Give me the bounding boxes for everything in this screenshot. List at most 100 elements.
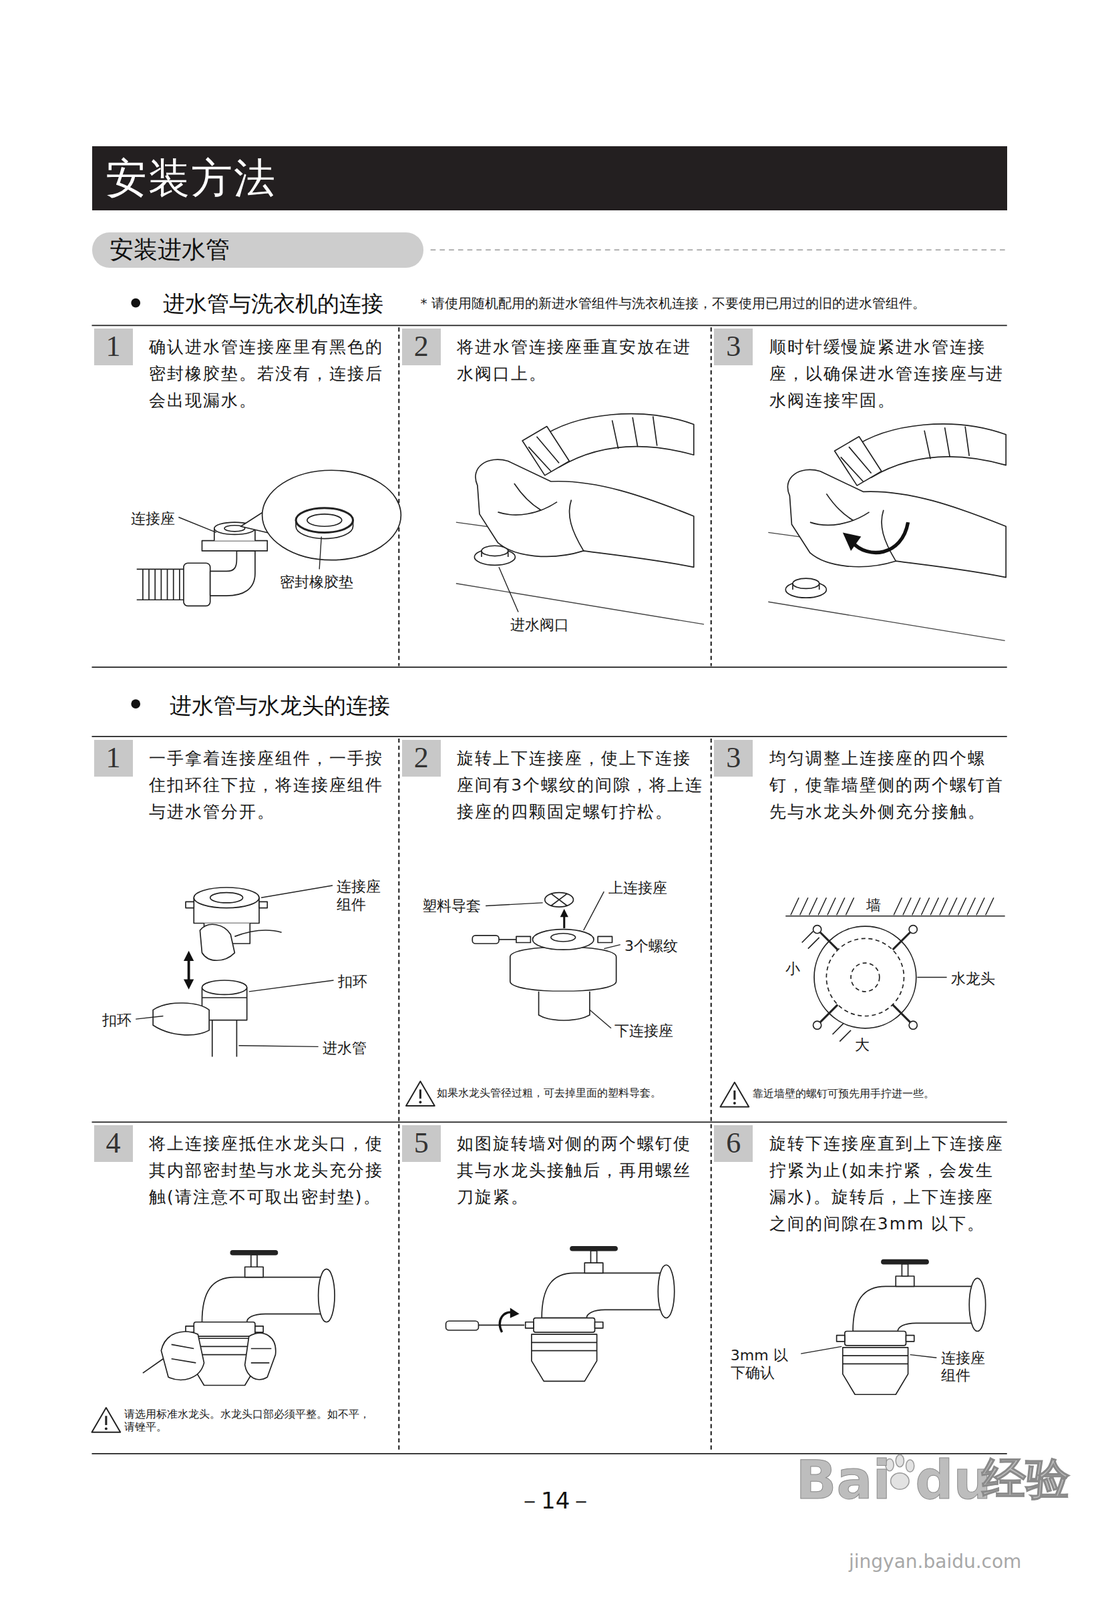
step-number-box: 2 bbox=[402, 740, 441, 777]
faucet-top-view bbox=[813, 925, 822, 934]
pull-arrow bbox=[183, 951, 194, 990]
step-panel: 如图旋转墙对侧的两个螺钉使其与水龙头接触后，再用螺丝刀旋紧。5 bbox=[400, 1123, 710, 1453]
faucet-top-view bbox=[826, 938, 904, 1016]
leader-line bbox=[261, 885, 333, 898]
lift-arrow bbox=[560, 908, 569, 917]
part-label: 连接座组件 bbox=[336, 878, 385, 914]
hose-connector bbox=[142, 569, 180, 600]
watermark-paw bbox=[890, 1473, 909, 1490]
step-number: 1 bbox=[106, 331, 121, 362]
leader-line bbox=[583, 891, 605, 931]
part-label: 连接座 bbox=[130, 510, 175, 528]
part-label: 扣环 bbox=[102, 1011, 132, 1030]
part-label: 扣环 bbox=[337, 973, 368, 991]
step-heading: 进水管与水龙头的连接 bbox=[169, 692, 391, 720]
screwdriver bbox=[478, 1325, 525, 1327]
connector-parts bbox=[550, 933, 576, 942]
connector-parts bbox=[516, 936, 531, 943]
step-panel: 一手拿着连接座组件，一手按住扣环往下拉，将连接座组件与进水管分开。1 bbox=[92, 737, 399, 1122]
connector-assembly bbox=[210, 892, 244, 903]
leader-line bbox=[498, 567, 519, 612]
section-rule bbox=[91, 735, 1007, 738]
step-number: 4 bbox=[106, 1128, 121, 1159]
faucet-top-view bbox=[802, 925, 918, 1042]
connector-assembly bbox=[234, 930, 282, 937]
screwdriver bbox=[446, 1321, 479, 1331]
warning-text: 靠近墙壁的螺钉可预先用手拧进一些。 bbox=[752, 1087, 935, 1100]
leader-line bbox=[603, 945, 620, 950]
section-rule bbox=[91, 1121, 1007, 1123]
pill-dash-line bbox=[430, 249, 1008, 251]
panel-divider bbox=[398, 327, 711, 1453]
watermark: jingyan.baidu.com bbox=[848, 1550, 1022, 1574]
inlet-valve bbox=[792, 578, 820, 589]
leader-line bbox=[135, 1015, 163, 1020]
warning-symbol bbox=[406, 1081, 435, 1106]
step-panel: 将上连接座抵住水龙头口，使其内部密封垫与水龙头充分接触(请注意不可取出密封垫)。… bbox=[92, 1123, 399, 1453]
step-text: 均匀调整上连接座的四个螺钉，使靠墙壁侧的两个螺钉首先与水龙头外侧充分接触。 bbox=[769, 745, 1004, 826]
step-number: 2 bbox=[414, 331, 429, 362]
wall-hatch bbox=[785, 897, 1005, 916]
section-rule bbox=[91, 666, 1007, 668]
leader-line bbox=[178, 516, 322, 570]
panel-divider bbox=[398, 327, 400, 666]
step-number-box: 2 bbox=[402, 328, 441, 366]
connector-assembly bbox=[212, 1020, 238, 1058]
screwdriver bbox=[510, 1307, 520, 1318]
watermark: du bbox=[914, 1448, 992, 1513]
screwdriver bbox=[446, 1307, 525, 1333]
step-number-box: 3 bbox=[713, 328, 753, 366]
connector-parts bbox=[550, 893, 568, 906]
connector-parts bbox=[472, 892, 616, 1021]
faucet-drawing bbox=[525, 1248, 675, 1382]
machine-top bbox=[456, 583, 704, 625]
step-panel: 确认进水管连接座里有黑色的密封橡胶垫。若没有，连接后会出现漏水。1 bbox=[92, 326, 399, 667]
connector-parts bbox=[498, 939, 517, 941]
watermark: 经验 bbox=[981, 1452, 1070, 1506]
title-band: 安装方法 bbox=[92, 146, 1008, 211]
step-number: 5 bbox=[414, 1128, 429, 1159]
step-panel: 将进水管连接座垂直安放在进水阀口上。 2 bbox=[400, 326, 710, 667]
leader-line bbox=[178, 516, 217, 533]
lift-arrow bbox=[563, 916, 566, 929]
step-number: 3 bbox=[725, 743, 741, 773]
step-number-box: 1 bbox=[94, 328, 133, 366]
page-number: －14－ bbox=[518, 1487, 593, 1515]
wall-hatch bbox=[790, 897, 994, 915]
connector-assembly bbox=[152, 1003, 210, 1036]
wall-hatch bbox=[785, 915, 1005, 917]
pill-dash-line bbox=[430, 249, 1008, 251]
faucet-top-view bbox=[908, 1021, 917, 1030]
connector-assembly bbox=[259, 901, 268, 908]
part-label: 墙 bbox=[866, 896, 881, 915]
pull-arrow bbox=[183, 951, 194, 990]
faucet-top-view bbox=[820, 932, 910, 1022]
faucet-top-view bbox=[908, 925, 917, 934]
connector-parts bbox=[538, 991, 590, 1021]
step-text: 旋转上下连接座，使上下连接座间有3个螺纹的间隙，将上连接座的四颗固定螺钉拧松。 bbox=[456, 745, 707, 826]
hose-connector bbox=[183, 563, 211, 606]
step-panel: 均匀调整上连接座的四个螺钉，使靠墙壁侧的两个螺钉首先与水龙头外侧充分接触。 3 bbox=[711, 737, 1008, 1122]
leader-line bbox=[910, 1355, 938, 1359]
section-rule bbox=[91, 324, 1007, 326]
connector-assembly bbox=[185, 901, 194, 908]
leader-line bbox=[249, 980, 334, 992]
panel-divider bbox=[710, 327, 712, 666]
warning-text: 如果水龙头管径过粗，可去掉里面的塑料导套。 bbox=[436, 1086, 662, 1100]
hands bbox=[245, 1333, 276, 1380]
section-title: 安装进水管 bbox=[109, 233, 230, 267]
rotate-arrow bbox=[852, 522, 908, 553]
part-label: 水龙头 bbox=[951, 970, 996, 988]
step-text: 将进水管连接座垂直安放在进水阀口上。 bbox=[456, 333, 707, 388]
step-heading: 进水管与洗衣机的连接 bbox=[162, 290, 384, 318]
leader-line bbox=[485, 902, 543, 907]
hands bbox=[142, 1331, 276, 1380]
faucet-top-view bbox=[813, 1021, 822, 1030]
step-text: 顺时针缓慢旋紧进水管连接座，以确保进水管连接座与进水阀连接牢固。 bbox=[769, 333, 1004, 415]
part-label: 3个螺纹 bbox=[624, 937, 678, 956]
leader-line bbox=[800, 1346, 842, 1354]
step-number: 1 bbox=[106, 743, 121, 773]
step-number-box: 3 bbox=[713, 740, 753, 777]
faucet-top-view bbox=[814, 926, 917, 1029]
gasket-bubble bbox=[307, 514, 342, 527]
